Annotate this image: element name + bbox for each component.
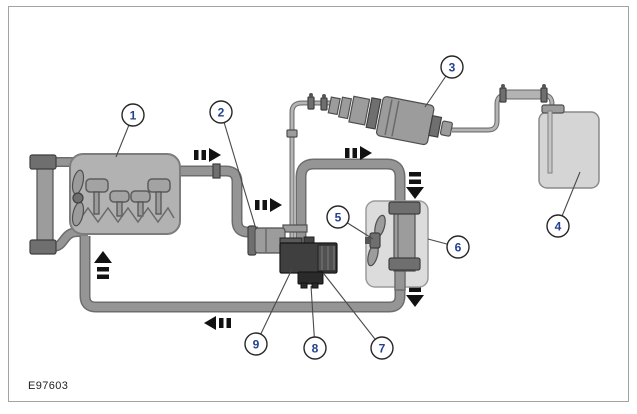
flow-arrow-right-icon <box>194 148 221 162</box>
flow-arrow-left-icon <box>204 316 231 330</box>
callout-number: 9 <box>253 338 260 352</box>
fuel-line-clamp <box>307 93 315 110</box>
piston-valve <box>130 190 151 217</box>
callout-2: 2 <box>209 100 257 230</box>
callout-circle <box>209 100 233 124</box>
blower-fan-icon <box>365 214 386 267</box>
callout-number: 5 <box>335 211 342 225</box>
callout-7: 7 <box>323 273 394 360</box>
fuel-line-connector <box>286 129 298 138</box>
engine <box>69 153 181 235</box>
fuel-tank <box>538 104 600 189</box>
piston-valve <box>109 190 130 217</box>
callout-circle <box>326 205 350 229</box>
fuel-tank-dip-tube <box>547 110 553 174</box>
flow-arrow-right-icon <box>255 198 282 212</box>
flow-arrow-up-icon <box>94 251 112 279</box>
callout-8: 8 <box>303 285 327 360</box>
callout-5: 5 <box>326 205 374 240</box>
callout-circle <box>446 235 470 259</box>
coolant-pipe-heater-to-exchanger <box>295 158 406 252</box>
fuel-pump-body <box>375 96 435 146</box>
fuel-tank-collar <box>541 104 565 114</box>
heat-exchanger-assembly <box>365 200 429 291</box>
callout-9: 9 <box>244 268 293 356</box>
fuel-tank-body <box>538 111 600 189</box>
callout-number: 7 <box>379 342 386 356</box>
callout-number: 3 <box>449 61 456 75</box>
callout-4: 4 <box>546 171 581 238</box>
leader-line <box>255 268 293 345</box>
coolant-pump <box>247 225 286 256</box>
fuel-pump-fitting <box>338 96 353 120</box>
heater-bottom-tab <box>311 282 319 289</box>
auxiliary-heater-unit <box>279 236 338 289</box>
fuel-pump-fitting <box>348 95 371 126</box>
heat-exchanger-top-cap <box>388 201 421 215</box>
callout-circle <box>546 214 570 238</box>
fuel-pump-fitting <box>327 96 341 116</box>
coolant-return-pipe <box>79 236 406 313</box>
piston-valve <box>147 178 171 215</box>
heater-bottom-fitting <box>297 271 324 285</box>
fuel-pump-outlet <box>439 120 453 137</box>
fuel-pump-neck <box>428 115 443 138</box>
fuel-line-pump-to-tank <box>452 92 555 133</box>
callout-6: 6 <box>427 235 470 259</box>
radiator-top-tank <box>29 154 57 170</box>
fuel-pump-fitting <box>365 97 382 130</box>
fuel-line-heater-to-pump <box>289 100 336 250</box>
pipe-bracket <box>282 224 308 233</box>
hose-clamp <box>212 163 221 179</box>
radiator-fan-icon <box>71 169 85 227</box>
callout-circle <box>121 103 145 127</box>
crankcase-line <box>77 206 175 224</box>
fuel-pump <box>327 95 453 146</box>
callout-number: 2 <box>218 106 225 120</box>
leader-line <box>220 111 257 230</box>
callout-number: 8 <box>312 342 319 356</box>
callout-3: 3 <box>424 55 464 108</box>
figure-code: E97603 <box>28 380 69 392</box>
heater-bottom-tab <box>300 282 308 289</box>
callout-circle <box>303 336 327 360</box>
flow-arrow-right-icon <box>345 146 372 160</box>
figure-border <box>8 6 629 402</box>
flow-arrow-down-icon <box>406 172 424 199</box>
fuel-hose-sleeve <box>499 84 548 103</box>
fuel-line-clamp <box>320 94 328 111</box>
callout-circle <box>440 55 464 79</box>
callout-circle <box>244 332 268 356</box>
callout-1: 1 <box>115 103 145 158</box>
callout-number: 1 <box>130 109 137 123</box>
callout-number: 6 <box>455 241 462 255</box>
piston-valve <box>85 178 109 215</box>
radiator-bottom-tank <box>29 239 57 255</box>
radiator-core <box>36 159 54 245</box>
callout-circle <box>370 336 394 360</box>
leader-line <box>323 273 383 349</box>
coolant-pipe-engine-to-pump <box>172 165 258 238</box>
callout-number: 4 <box>555 220 562 234</box>
heat-exchanger-bottom-cap <box>388 257 421 271</box>
radiator <box>29 154 57 255</box>
